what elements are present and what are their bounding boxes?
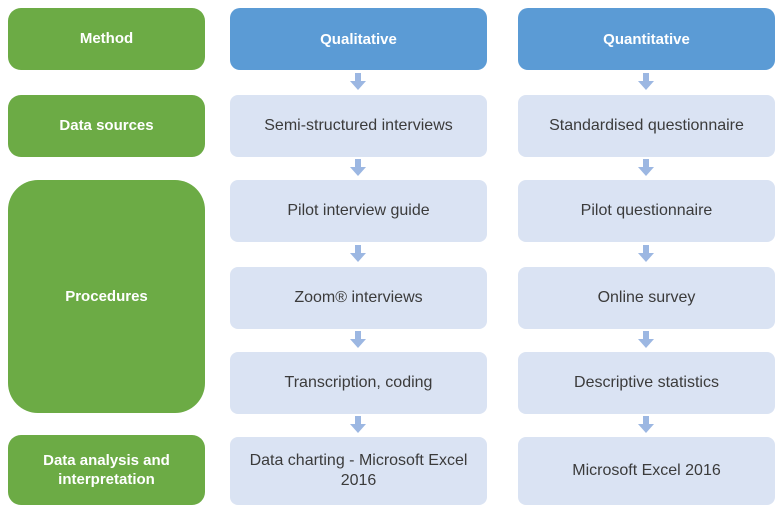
step-label: Descriptive statistics <box>574 374 719 391</box>
down-arrow-icon <box>638 159 654 177</box>
down-arrow-icon <box>350 416 366 434</box>
column-header-label: Qualitative <box>320 30 397 48</box>
step-label: Zoom® interviews <box>294 289 423 306</box>
category-label: Method <box>79 30 134 48</box>
category-box-procedures: Procedures <box>8 180 205 413</box>
step-box-pilot-interview-guide: Pilot interview guide <box>230 180 487 242</box>
step-box-descriptive-statistics: Descriptive statistics <box>518 352 775 414</box>
step-label: Data charting - Microsoft Excel 2016 <box>249 452 468 489</box>
step-label: Microsoft Excel 2016 <box>572 462 721 479</box>
step-label: Pilot questionnaire <box>580 202 713 219</box>
step-label: Semi-structured interviews <box>264 117 453 134</box>
category-box-data-sources: Data sources <box>8 95 205 157</box>
down-arrow-icon <box>638 73 654 91</box>
step-label: Pilot interview guide <box>287 202 430 219</box>
step-label: Standardised questionnaire <box>549 117 744 134</box>
step-label: Transcription, coding <box>284 374 433 391</box>
step-box-zoom-interviews: Zoom® interviews <box>230 267 487 329</box>
category-box-method: Method <box>8 8 205 70</box>
down-arrow-icon <box>350 159 366 177</box>
category-label: Procedures <box>65 287 148 305</box>
step-box-online-survey: Online survey <box>518 267 775 329</box>
down-arrow-icon <box>350 73 366 91</box>
step-box-microsoft-excel: Microsoft Excel 2016 <box>518 437 775 505</box>
down-arrow-icon <box>638 416 654 434</box>
qualitative-header-box: Qualitative <box>230 8 487 70</box>
down-arrow-icon <box>350 331 366 349</box>
category-label: Data sources <box>59 117 154 135</box>
down-arrow-icon <box>638 331 654 349</box>
step-box-transcription-coding: Transcription, coding <box>230 352 487 414</box>
step-label: Online survey <box>597 289 696 306</box>
category-box-data-analysis: Data analysis and interpretation <box>8 435 205 505</box>
column-header-label: Quantitative <box>603 30 690 48</box>
quantitative-header-box: Quantitative <box>518 8 775 70</box>
step-box-semi-structured-interviews: Semi-structured interviews <box>230 95 487 157</box>
category-label: Data analysis and interpretation <box>43 451 170 489</box>
step-box-pilot-questionnaire: Pilot questionnaire <box>518 180 775 242</box>
down-arrow-icon <box>350 245 366 263</box>
step-box-data-charting-excel: Data charting - Microsoft Excel 2016 <box>230 437 487 505</box>
step-box-standardised-questionnaire: Standardised questionnaire <box>518 95 775 157</box>
down-arrow-icon <box>638 245 654 263</box>
